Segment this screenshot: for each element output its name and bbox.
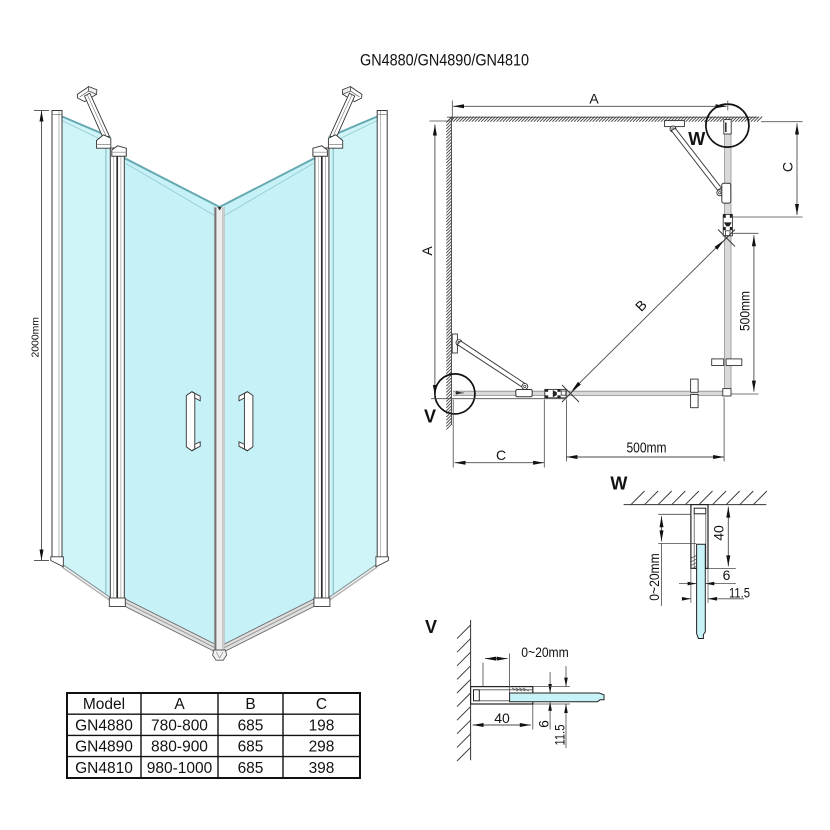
svg-text:198: 198 <box>309 717 335 734</box>
svg-text:2000mm: 2000mm <box>30 317 41 357</box>
svg-text:C: C <box>780 162 796 172</box>
svg-text:11.5: 11.5 <box>729 585 750 601</box>
svg-text:980-1000: 980-1000 <box>147 760 213 777</box>
svg-text:GN4880/GN4890/GN4810: GN4880/GN4890/GN4810 <box>360 51 529 70</box>
svg-text:500mm: 500mm <box>738 291 753 331</box>
svg-text:780-800: 780-800 <box>151 717 208 734</box>
svg-text:V: V <box>425 617 437 637</box>
svg-text:W: W <box>688 129 705 149</box>
svg-text:398: 398 <box>309 760 335 777</box>
svg-text:6: 6 <box>536 720 552 728</box>
svg-text:685: 685 <box>238 739 264 756</box>
svg-text:298: 298 <box>309 739 335 756</box>
svg-text:6: 6 <box>723 567 731 583</box>
svg-text:880-900: 880-900 <box>151 739 208 756</box>
svg-text:500mm: 500mm <box>627 441 667 457</box>
svg-text:C: C <box>496 447 506 463</box>
svg-text:V: V <box>424 407 436 427</box>
svg-text:A: A <box>589 91 599 107</box>
svg-text:685: 685 <box>238 760 264 777</box>
svg-text:B: B <box>245 696 255 713</box>
svg-text:40: 40 <box>494 710 510 726</box>
svg-text:GN4890: GN4890 <box>75 739 133 756</box>
svg-text:GN4810: GN4810 <box>75 760 133 777</box>
svg-text:A: A <box>174 696 185 713</box>
svg-text:C: C <box>316 696 327 713</box>
svg-text:40: 40 <box>711 525 727 541</box>
svg-text:11.5: 11.5 <box>552 724 568 745</box>
svg-text:GN4880: GN4880 <box>75 717 133 734</box>
svg-text:685: 685 <box>238 717 264 734</box>
svg-text:0~20mm: 0~20mm <box>647 553 662 601</box>
svg-text:W: W <box>610 474 627 494</box>
svg-text:Model: Model <box>83 696 125 713</box>
svg-text:A: A <box>419 246 435 256</box>
svg-text:0~20mm: 0~20mm <box>521 645 569 660</box>
